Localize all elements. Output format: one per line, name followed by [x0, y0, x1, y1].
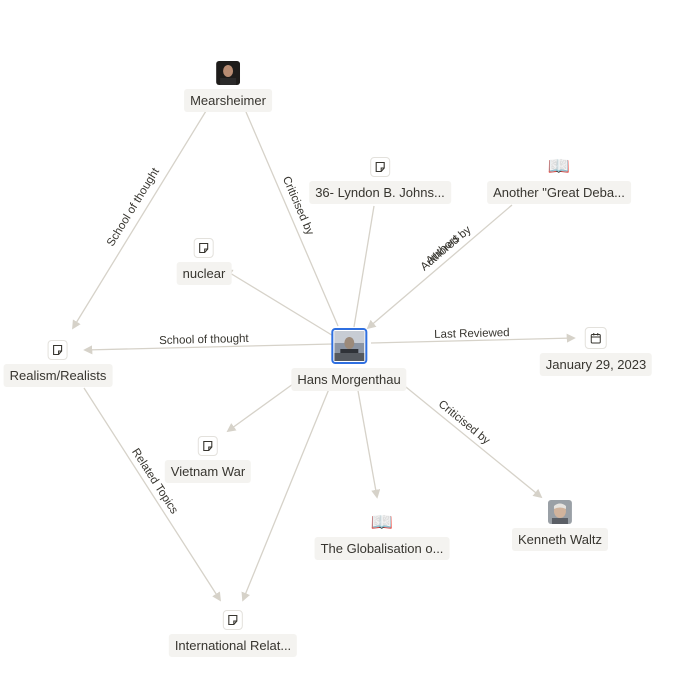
person-photo-icon: [331, 328, 367, 364]
node-label: Mearsheimer: [184, 89, 272, 112]
node-mearsheimer[interactable]: Mearsheimer: [184, 61, 272, 112]
node-label: 36- Lyndon B. Johns...: [309, 181, 451, 204]
node-nuclear[interactable]: nuclear: [176, 238, 232, 285]
node-kenneth-waltz[interactable]: Kenneth Waltz: [511, 500, 609, 551]
calendar-icon: [585, 327, 607, 349]
person-photo-icon: [548, 500, 572, 524]
edge-label-mearsheimer-realism: School of thought: [105, 165, 162, 248]
edge-center-january: [370, 333, 576, 344]
edge-lyndon-center: [353, 205, 375, 328]
edge-center-vietnam: [226, 383, 294, 433]
node-lyndon-johnson[interactable]: 36- Lyndon B. Johns...: [309, 157, 451, 204]
edge-label-center-waltz: Criticised by: [436, 398, 492, 447]
edge-center-globalisation: [356, 384, 381, 499]
node-january-date[interactable]: January 29, 2023: [539, 327, 653, 376]
note-icon: [48, 340, 68, 360]
node-label: Vietnam War: [164, 460, 252, 483]
node-international-relations[interactable]: International Relat...: [168, 610, 298, 657]
node-globalisation[interactable]: 📖 The Globalisation o...: [314, 511, 450, 560]
note-icon: [193, 238, 214, 258]
edge-label-greatdebate-b: Authors: [424, 232, 462, 267]
node-label: Another "Great Deba...: [487, 181, 631, 204]
edge-greatdebate-center: [366, 204, 513, 330]
node-label: Realism/Realists: [3, 364, 113, 387]
note-icon: [369, 157, 390, 177]
node-label: January 29, 2023: [539, 353, 653, 376]
note-icon: [197, 436, 218, 456]
edge-center-realism: [83, 343, 334, 355]
node-label: The Globalisation o...: [314, 537, 450, 560]
edge-mearsheimer-center: [245, 111, 339, 327]
edge-mearsheimer-realism: [72, 110, 207, 330]
edge-center-international: [241, 383, 332, 602]
person-photo-icon: [215, 61, 240, 85]
edge-label-center-realism: School of thought: [159, 333, 250, 347]
edge-center-waltz: [400, 382, 543, 499]
node-vietnam-war[interactable]: Vietnam War: [164, 436, 252, 483]
node-label: International Relat...: [168, 634, 298, 657]
book-icon: 📖: [370, 512, 394, 532]
edge-label-center-january: Last Reviewed: [434, 327, 510, 341]
edge-center-nuclear: [223, 269, 336, 338]
node-label: Hans Morgenthau: [291, 368, 407, 391]
book-icon: 📖: [547, 156, 571, 176]
node-hans-morgenthau[interactable]: Hans Morgenthau: [291, 328, 407, 391]
note-icon: [222, 610, 243, 630]
node-label: nuclear: [176, 262, 232, 285]
node-label: Kenneth Waltz: [511, 528, 609, 551]
edge-realism-international: [83, 387, 221, 602]
node-great-debate[interactable]: 📖 Another "Great Deba...: [487, 155, 631, 204]
node-realism[interactable]: Realism/Realists: [3, 340, 113, 387]
